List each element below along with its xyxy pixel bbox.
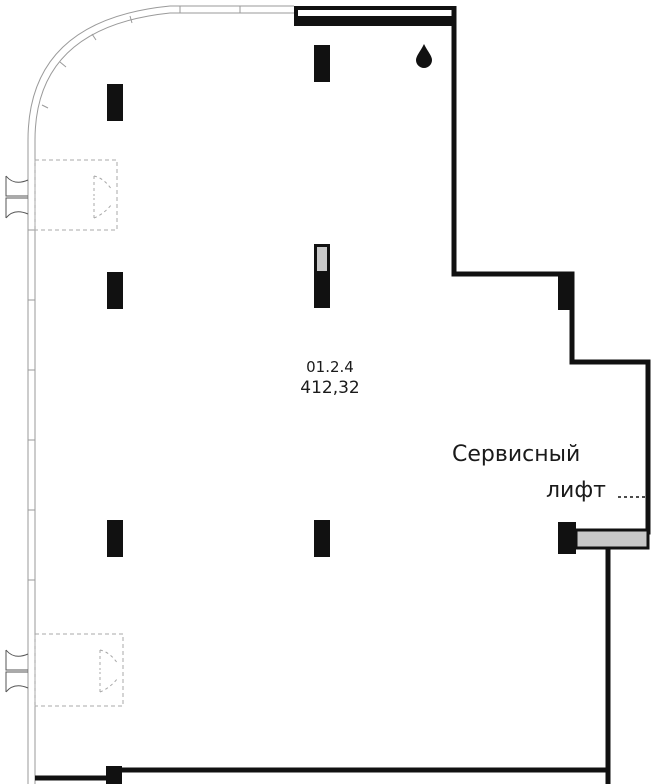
door-icon [5, 175, 29, 197]
column [107, 272, 123, 309]
column [107, 84, 123, 121]
service-lift-label-line2: лифт [546, 478, 606, 503]
door-icon [5, 649, 29, 671]
column [107, 520, 123, 557]
columns [107, 45, 330, 557]
column [314, 45, 330, 82]
entrance-door-upper [5, 159, 118, 231]
column [314, 520, 330, 557]
service-lift-shaft [558, 496, 650, 554]
unit-area: 412,32 [300, 378, 360, 398]
entrance-door-lower [5, 633, 124, 707]
glazing-facade [27, 5, 294, 784]
drop-icon [416, 44, 432, 68]
unit-number: 01.2.4 [306, 358, 354, 376]
service-lift-label: Сервисный [452, 442, 581, 467]
